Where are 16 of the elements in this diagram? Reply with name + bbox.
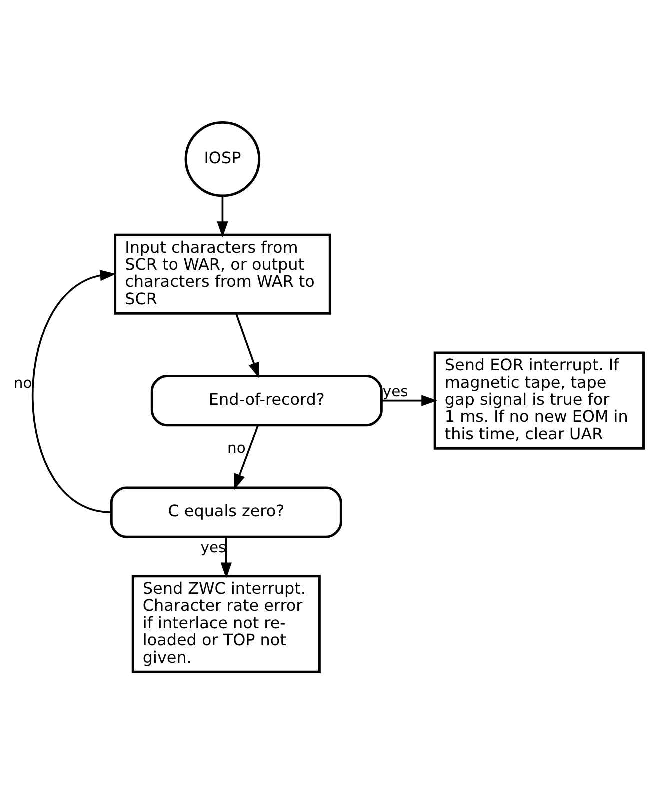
edge-label: yes	[200, 539, 226, 556]
node-box: Send EOR interrupt. If magnetic tape, tape gap signal is true for 1 ms. If no new EOM in this time, clear UAR	[434, 352, 645, 450]
node-circle: IOSP	[184, 121, 261, 198]
arrow	[382, 395, 438, 406]
node-box: Input characters from SCR to WAR, or output characters from WAR to SCR	[114, 234, 332, 315]
arrow	[220, 537, 232, 579]
node-box: C equals zero?	[110, 486, 342, 538]
node-box: End-of-record?	[150, 375, 383, 427]
edge-label: yes	[382, 384, 408, 401]
arrow	[235, 314, 260, 379]
arrow	[32, 270, 116, 514]
arrow	[234, 425, 259, 490]
edge-label: no	[228, 440, 246, 457]
arrow	[217, 196, 228, 238]
node-box: Send ZWC interrupt. Character rate error if interlace not re-loaded or TOP not given.	[132, 575, 321, 674]
edge-label: no	[14, 374, 32, 392]
